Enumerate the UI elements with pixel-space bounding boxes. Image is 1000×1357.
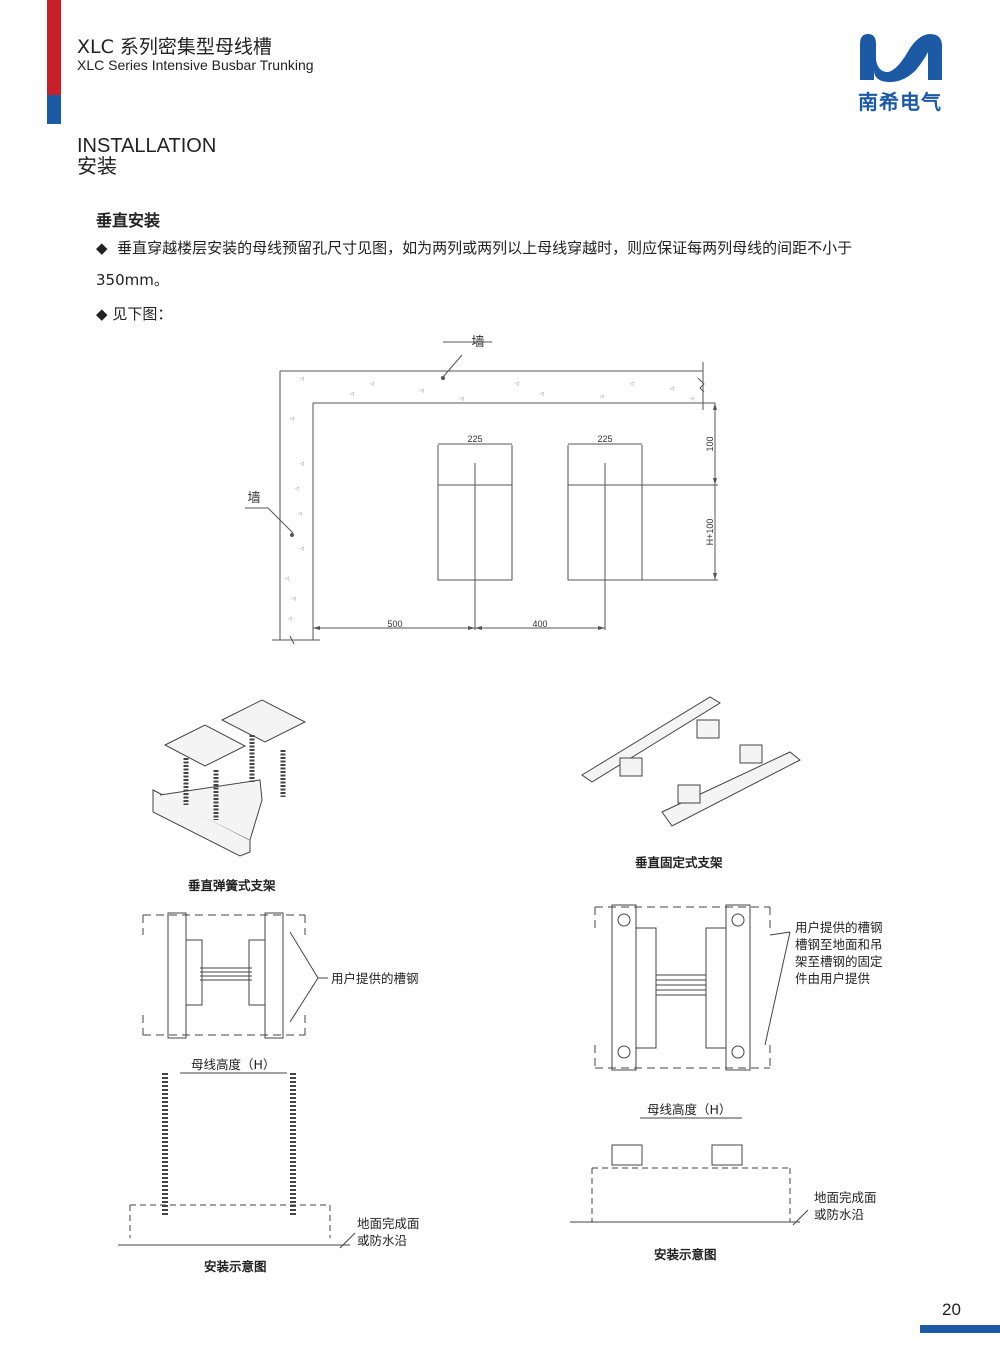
subsection-heading: 垂直安装 <box>96 211 161 230</box>
diamond-bullet-icon: ◆ <box>96 239 108 257</box>
svg-text:◁: ◁ <box>370 381 374 387</box>
dim-width-2: 225 <box>597 434 612 444</box>
svg-text:◁: ◁ <box>600 394 604 400</box>
document-title-cn: XLC 系列密集型母线槽 <box>77 36 272 58</box>
spring-support-caption: 垂直弹簧式支架 <box>188 878 276 893</box>
channel-label-line: 槽钢至地面和吊 <box>795 937 883 952</box>
install-caption-right: 安装示意图 <box>654 1247 717 1262</box>
spring-support-illustration <box>152 699 307 857</box>
svg-text:◁: ◁ <box>295 486 299 492</box>
install-caption-left: 安装示意图 <box>204 1259 267 1274</box>
bullet-2: ◆ 见下图： <box>96 303 172 324</box>
bullet-1-text: 垂直穿越楼层安装的母线预留孔尺寸见图，如为两列或两列以上母线穿越时，则应保证每两… <box>117 239 853 257</box>
diamond-bullet-icon: ◆ <box>96 305 108 323</box>
floor-label-right: 地面完成面 或防水沿 <box>814 1189 877 1223</box>
logo-mark-icon <box>860 34 942 82</box>
floor-label-left: 地面完成面 或防水沿 <box>357 1215 420 1249</box>
svg-text:◁: ◁ <box>540 391 544 397</box>
svg-text:◁: ◁ <box>420 388 424 394</box>
wall-label-top: 墙 <box>471 334 484 349</box>
section-title: INSTALLATION 安装 <box>77 136 216 178</box>
svg-text:◁: ◁ <box>288 616 292 622</box>
company-logo: 南希电气 <box>852 30 948 115</box>
floor-label-line: 地面完成面 <box>814 1190 877 1205</box>
bullet-1-continuation: 350mm。 <box>96 271 169 289</box>
busbar-height-left: 母线高度（H） <box>191 1057 276 1072</box>
fixed-support-caption: 垂直固定式支架 <box>635 855 723 870</box>
svg-text:◁: ◁ <box>515 381 519 387</box>
dim-height: H+100 <box>705 519 715 546</box>
svg-text:◁: ◁ <box>285 576 289 582</box>
floor-label-line: 地面完成面 <box>357 1216 420 1231</box>
channel-label-line: 架至槽钢的固定 <box>795 954 883 969</box>
spring-support-front-view <box>118 912 356 1249</box>
floor-opening-plan: ◁ ◁ ◁ ◁ ◁ ◁ ◁ ◁ ◁ ◁ ◁ ◁ ◁ ◁ ◁ ◁ ◁ ◁ ◁ <box>245 341 718 645</box>
channel-label-left: 用户提供的槽钢 <box>331 971 419 986</box>
wall-label-left: 墙 <box>247 490 260 505</box>
floor-label-line: 或防水沿 <box>357 1233 408 1248</box>
dim-top: 100 <box>705 436 715 451</box>
svg-text:◁: ◁ <box>670 386 674 392</box>
svg-text:◁: ◁ <box>300 376 304 382</box>
svg-text:◁: ◁ <box>630 381 634 387</box>
channel-label-right: 用户提供的槽钢 槽钢至地面和吊 架至槽钢的固定 件由用户提供 <box>795 919 883 987</box>
busbar-height-right: 母线高度（H） <box>647 1102 732 1117</box>
bullet-1: ◆ 垂直穿越楼层安装的母线预留孔尺寸见图，如为两列或两列以上母线穿越时，则应保证… <box>96 237 852 258</box>
svg-text:◁: ◁ <box>350 391 354 397</box>
fixed-support-illustration <box>581 696 801 827</box>
dim-left: 500 <box>387 619 402 629</box>
svg-text:◁: ◁ <box>460 396 464 402</box>
header-blue-bar <box>47 95 61 124</box>
svg-text:◁: ◁ <box>300 546 304 552</box>
channel-label-line: 件由用户提供 <box>795 971 871 986</box>
document-title-en: XLC Series Intensive Busbar Trunking <box>77 57 314 73</box>
svg-text:◁: ◁ <box>292 596 296 602</box>
header-red-bar <box>47 0 61 95</box>
svg-text:◁: ◁ <box>300 461 304 467</box>
bullet-2-text: 见下图： <box>112 305 173 323</box>
dim-between: 400 <box>532 619 547 629</box>
fixed-support-front-view <box>570 904 809 1226</box>
svg-text:◁: ◁ <box>290 416 294 422</box>
dim-width-1: 225 <box>467 434 482 444</box>
section-title-cn: 安装 <box>77 156 117 178</box>
channel-label-line: 用户提供的槽钢 <box>795 920 883 935</box>
floor-label-line: 或防水沿 <box>814 1207 865 1222</box>
footer-blue-bar <box>920 1325 1000 1333</box>
page-number: 20 <box>942 1300 961 1319</box>
svg-text:◁: ◁ <box>690 396 694 402</box>
svg-text:◁: ◁ <box>298 511 302 517</box>
section-title-en: INSTALLATION <box>77 135 217 157</box>
logo-text: 南希电气 <box>858 90 942 114</box>
